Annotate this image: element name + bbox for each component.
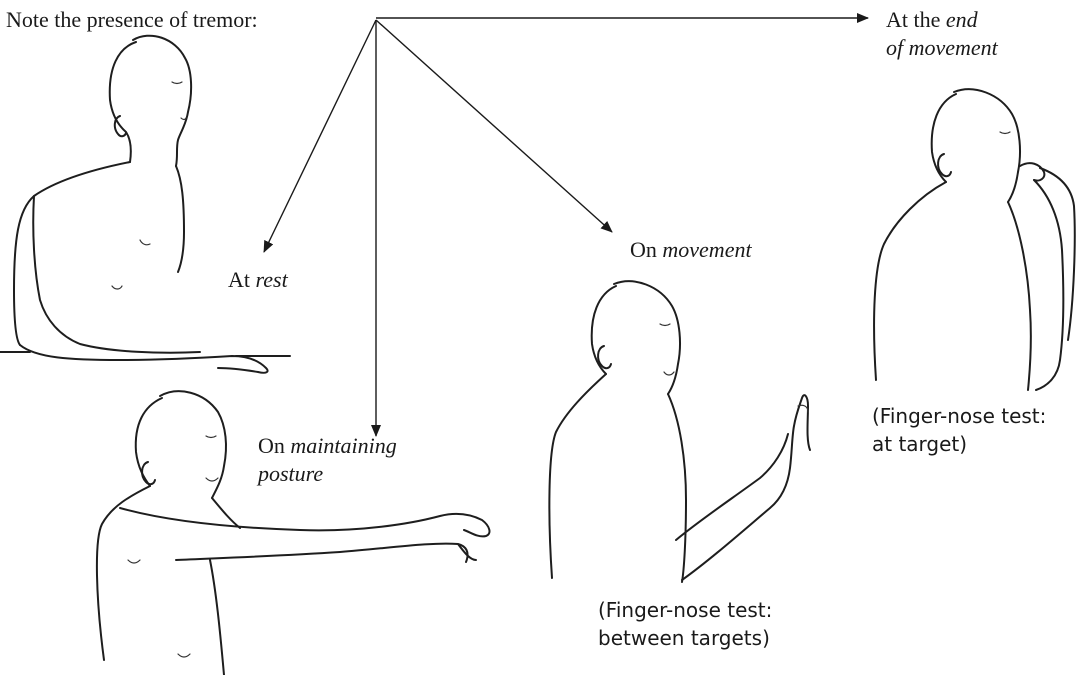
label-posture-prefix: On [258, 433, 290, 458]
label-posture-emph-1: maintaining [290, 433, 396, 458]
caption-at-target: (Finger-nose test: at target) [872, 402, 1046, 458]
label-at-rest: At rest [228, 266, 288, 294]
label-on-movement: On movement [630, 236, 752, 264]
arrows [264, 18, 868, 436]
caption-between-targets: (Finger-nose test: between targets) [598, 596, 772, 652]
intro-text: Note the presence of tremor: [6, 6, 258, 34]
label-posture-emph-2: posture [258, 461, 323, 486]
caption-at-target-line1: (Finger-nose test: [872, 402, 1046, 430]
label-end-prefix: At the [886, 7, 946, 32]
caption-between-line1: (Finger-nose test: [598, 596, 772, 624]
label-movement-emph: movement [662, 237, 751, 262]
arrow-to-rest [264, 20, 376, 252]
label-at-rest-prefix: At [228, 267, 256, 292]
label-end-line2: of movement [886, 35, 998, 60]
label-movement-prefix: On [630, 237, 662, 262]
label-end-emph: end [946, 7, 978, 32]
label-end-of-movement: At the end of movement [886, 6, 998, 62]
caption-between-line2: between targets) [598, 624, 772, 652]
caption-at-target-line2: at target) [872, 430, 1046, 458]
figure-at-rest [0, 36, 290, 373]
label-at-rest-emph: rest [256, 267, 288, 292]
figure-at-target [874, 89, 1075, 390]
arrow-to-movement [376, 20, 612, 232]
label-maintaining-posture: On maintaining posture [258, 432, 397, 488]
figure-on-movement [549, 281, 810, 582]
